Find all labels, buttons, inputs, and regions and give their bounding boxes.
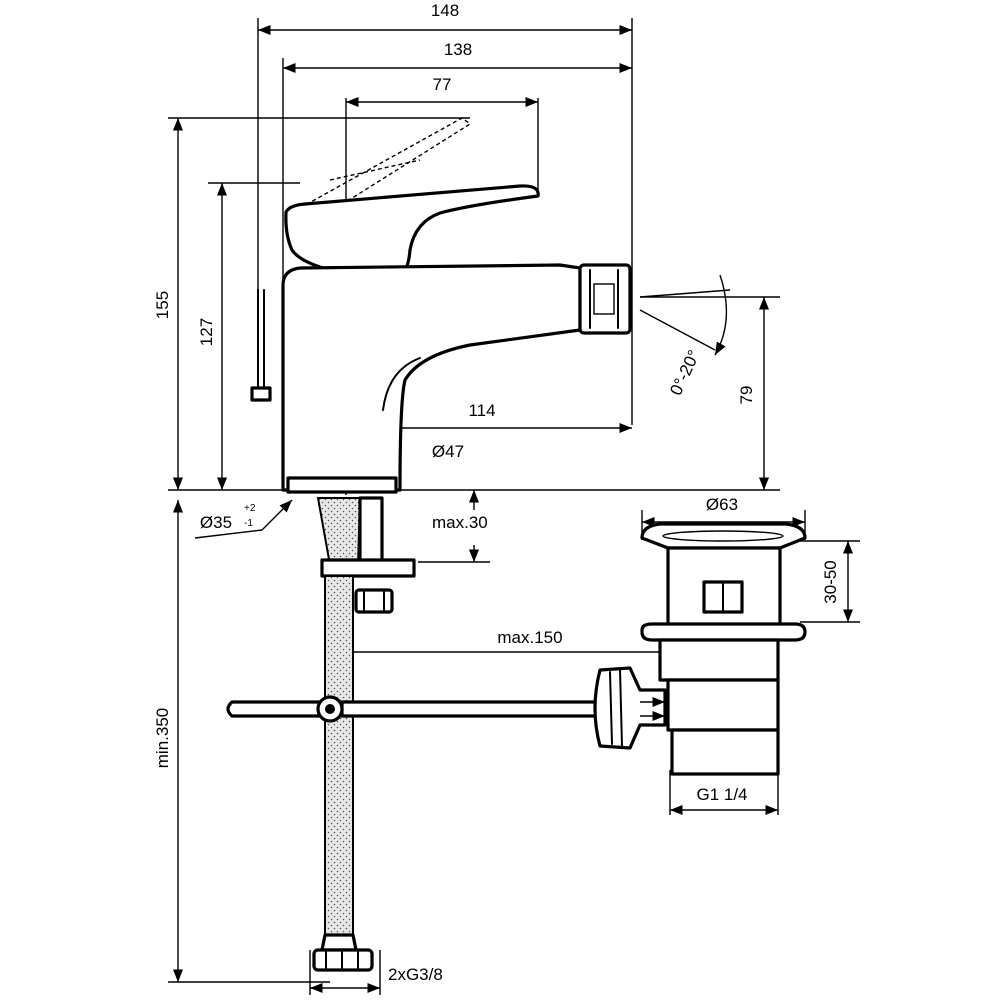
dim-155: 155 xyxy=(153,291,172,319)
dim-2xg3-8: 2xG3/8 xyxy=(388,965,443,984)
dim-dia-35: Ø35 xyxy=(200,513,232,532)
dimension-lines xyxy=(172,24,854,994)
mixer-body xyxy=(250,117,632,494)
dim-g1-1-4: G1 1/4 xyxy=(696,785,747,804)
dim-dia-47: Ø47 xyxy=(432,442,464,461)
dim-114: 114 xyxy=(468,401,495,420)
dim-max-30: max.30 xyxy=(432,513,488,532)
dim-79: 79 xyxy=(737,386,756,405)
dim-30-50: 30-50 xyxy=(821,560,840,603)
dim-dia-35-tol-lower: -1 xyxy=(244,518,253,529)
dim-min-350: min.350 xyxy=(153,708,172,768)
dim-127: 127 xyxy=(197,318,216,346)
popup-waste xyxy=(593,522,807,776)
dim-138: 138 xyxy=(444,40,472,59)
dim-dia-63: Ø63 xyxy=(706,495,738,514)
dimension-labels: 148 138 77 155 127 114 Ø47 79 0°-20° Ø35… xyxy=(153,1,840,984)
dim-max-150: max.150 xyxy=(497,628,562,647)
dim-angle: 0°-20° xyxy=(666,347,703,398)
dim-dia-35-tol-upper: +2 xyxy=(244,503,256,514)
dim-148: 148 xyxy=(431,1,459,20)
under-counter-hoses xyxy=(226,496,602,972)
extension-lines xyxy=(168,18,860,995)
dim-77: 77 xyxy=(433,75,452,94)
